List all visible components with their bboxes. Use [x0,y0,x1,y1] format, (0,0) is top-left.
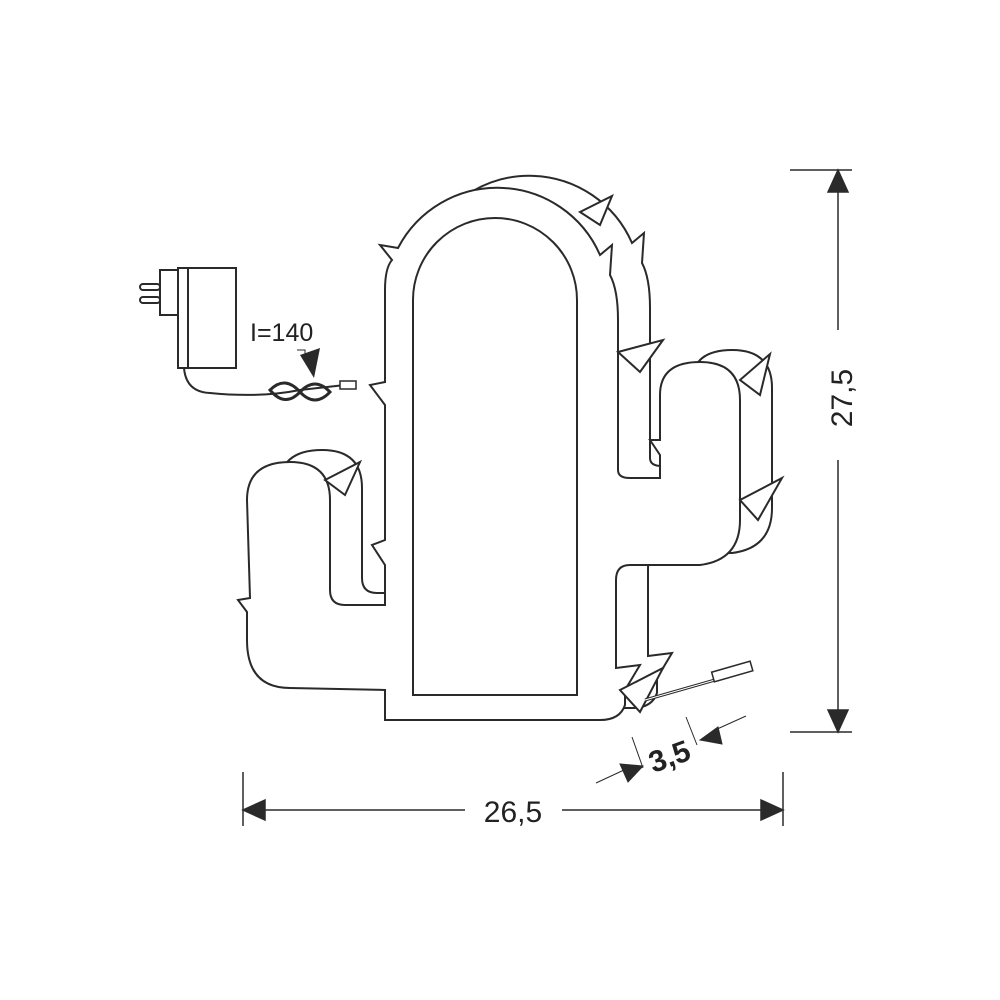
width-dimension [241,772,785,826]
height-label: 27,5 [826,369,859,427]
width-label: 26,5 [484,796,542,829]
cable-length-label: I=140 [250,319,313,347]
height-dimension [790,168,852,734]
power-adapter [139,267,357,402]
cable-length-arrow [300,348,320,378]
depth-dimension [595,715,747,784]
cactus-inner-window [412,217,578,696]
lamp-connector-cable [644,660,754,702]
cactus-spikes [323,193,785,714]
depth-label: 3,5 [645,734,695,779]
coiled-cable-icon [267,381,333,402]
